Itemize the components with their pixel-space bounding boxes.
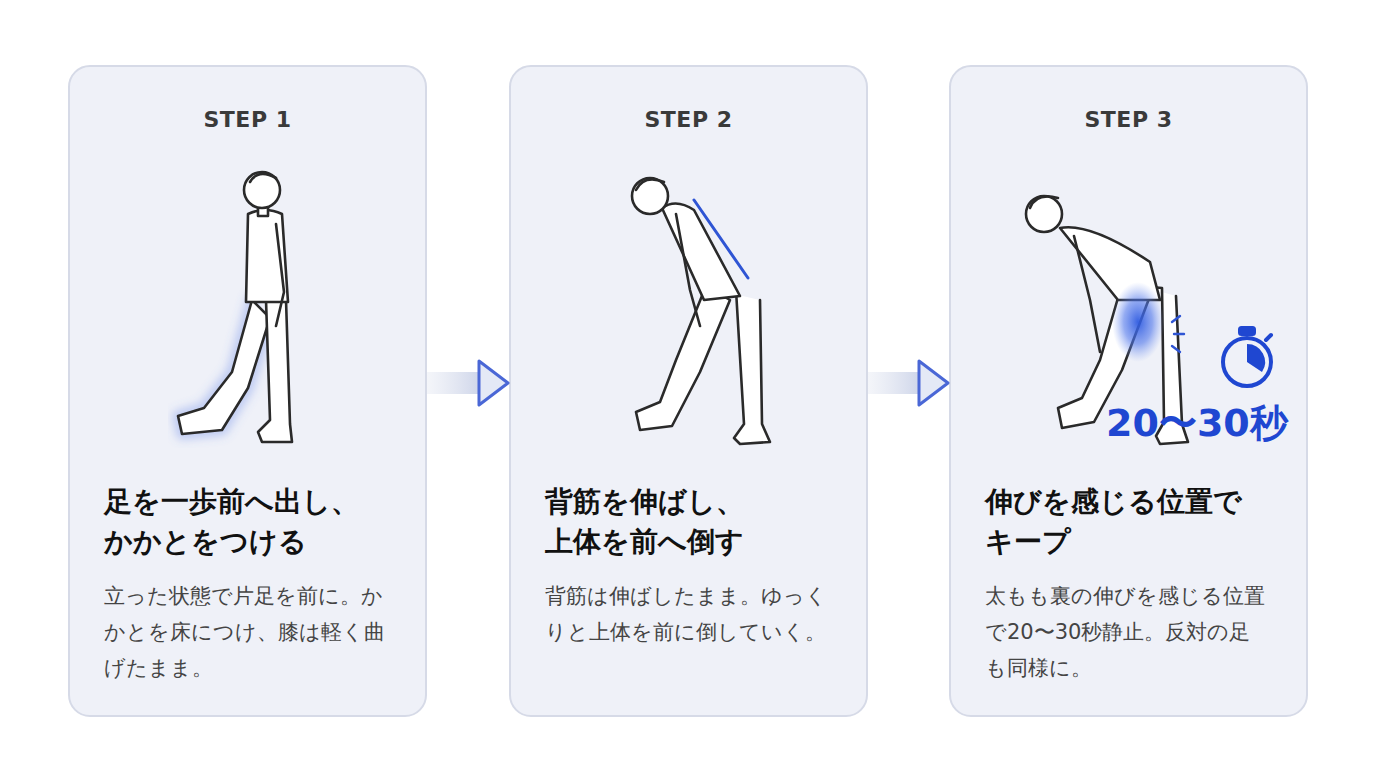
- step-description: 立った状態で片足を前に。かかとを床につけ、膝は軽く曲げたまま。: [104, 578, 391, 686]
- step-number: STEP 1: [104, 107, 391, 132]
- step-card: STEP 3 伸びを感じる位置で キープ太もも裏の伸びを感じる位置で20〜30秒静…: [949, 65, 1308, 717]
- step-heading: 伸びを感じる位置で キープ: [985, 482, 1272, 562]
- duration-label: 20〜30秒: [1106, 398, 1288, 449]
- step-number: STEP 3: [985, 107, 1272, 132]
- step-arrow: [427, 372, 479, 394]
- stopwatch-icon: [1223, 328, 1271, 386]
- step-heading: 背筋を伸ばし、 上体を前へ倒す: [545, 482, 832, 562]
- step-number: STEP 2: [545, 107, 832, 132]
- step-description: 背筋は伸ばしたまま。ゆっくりと上体を前に倒していく。: [545, 578, 832, 650]
- step-description: 太もも裏の伸びを感じる位置で20〜30秒静止。反対の足も同様に。: [985, 578, 1272, 686]
- step-heading: 足を一歩前へ出し、 かかとをつける: [104, 482, 391, 562]
- standing-figure: [178, 172, 292, 442]
- step-arrow: [868, 372, 919, 394]
- stretch-glow: [1112, 282, 1164, 362]
- stretch-ticks: [1172, 316, 1184, 352]
- leaning-figure: [632, 178, 770, 444]
